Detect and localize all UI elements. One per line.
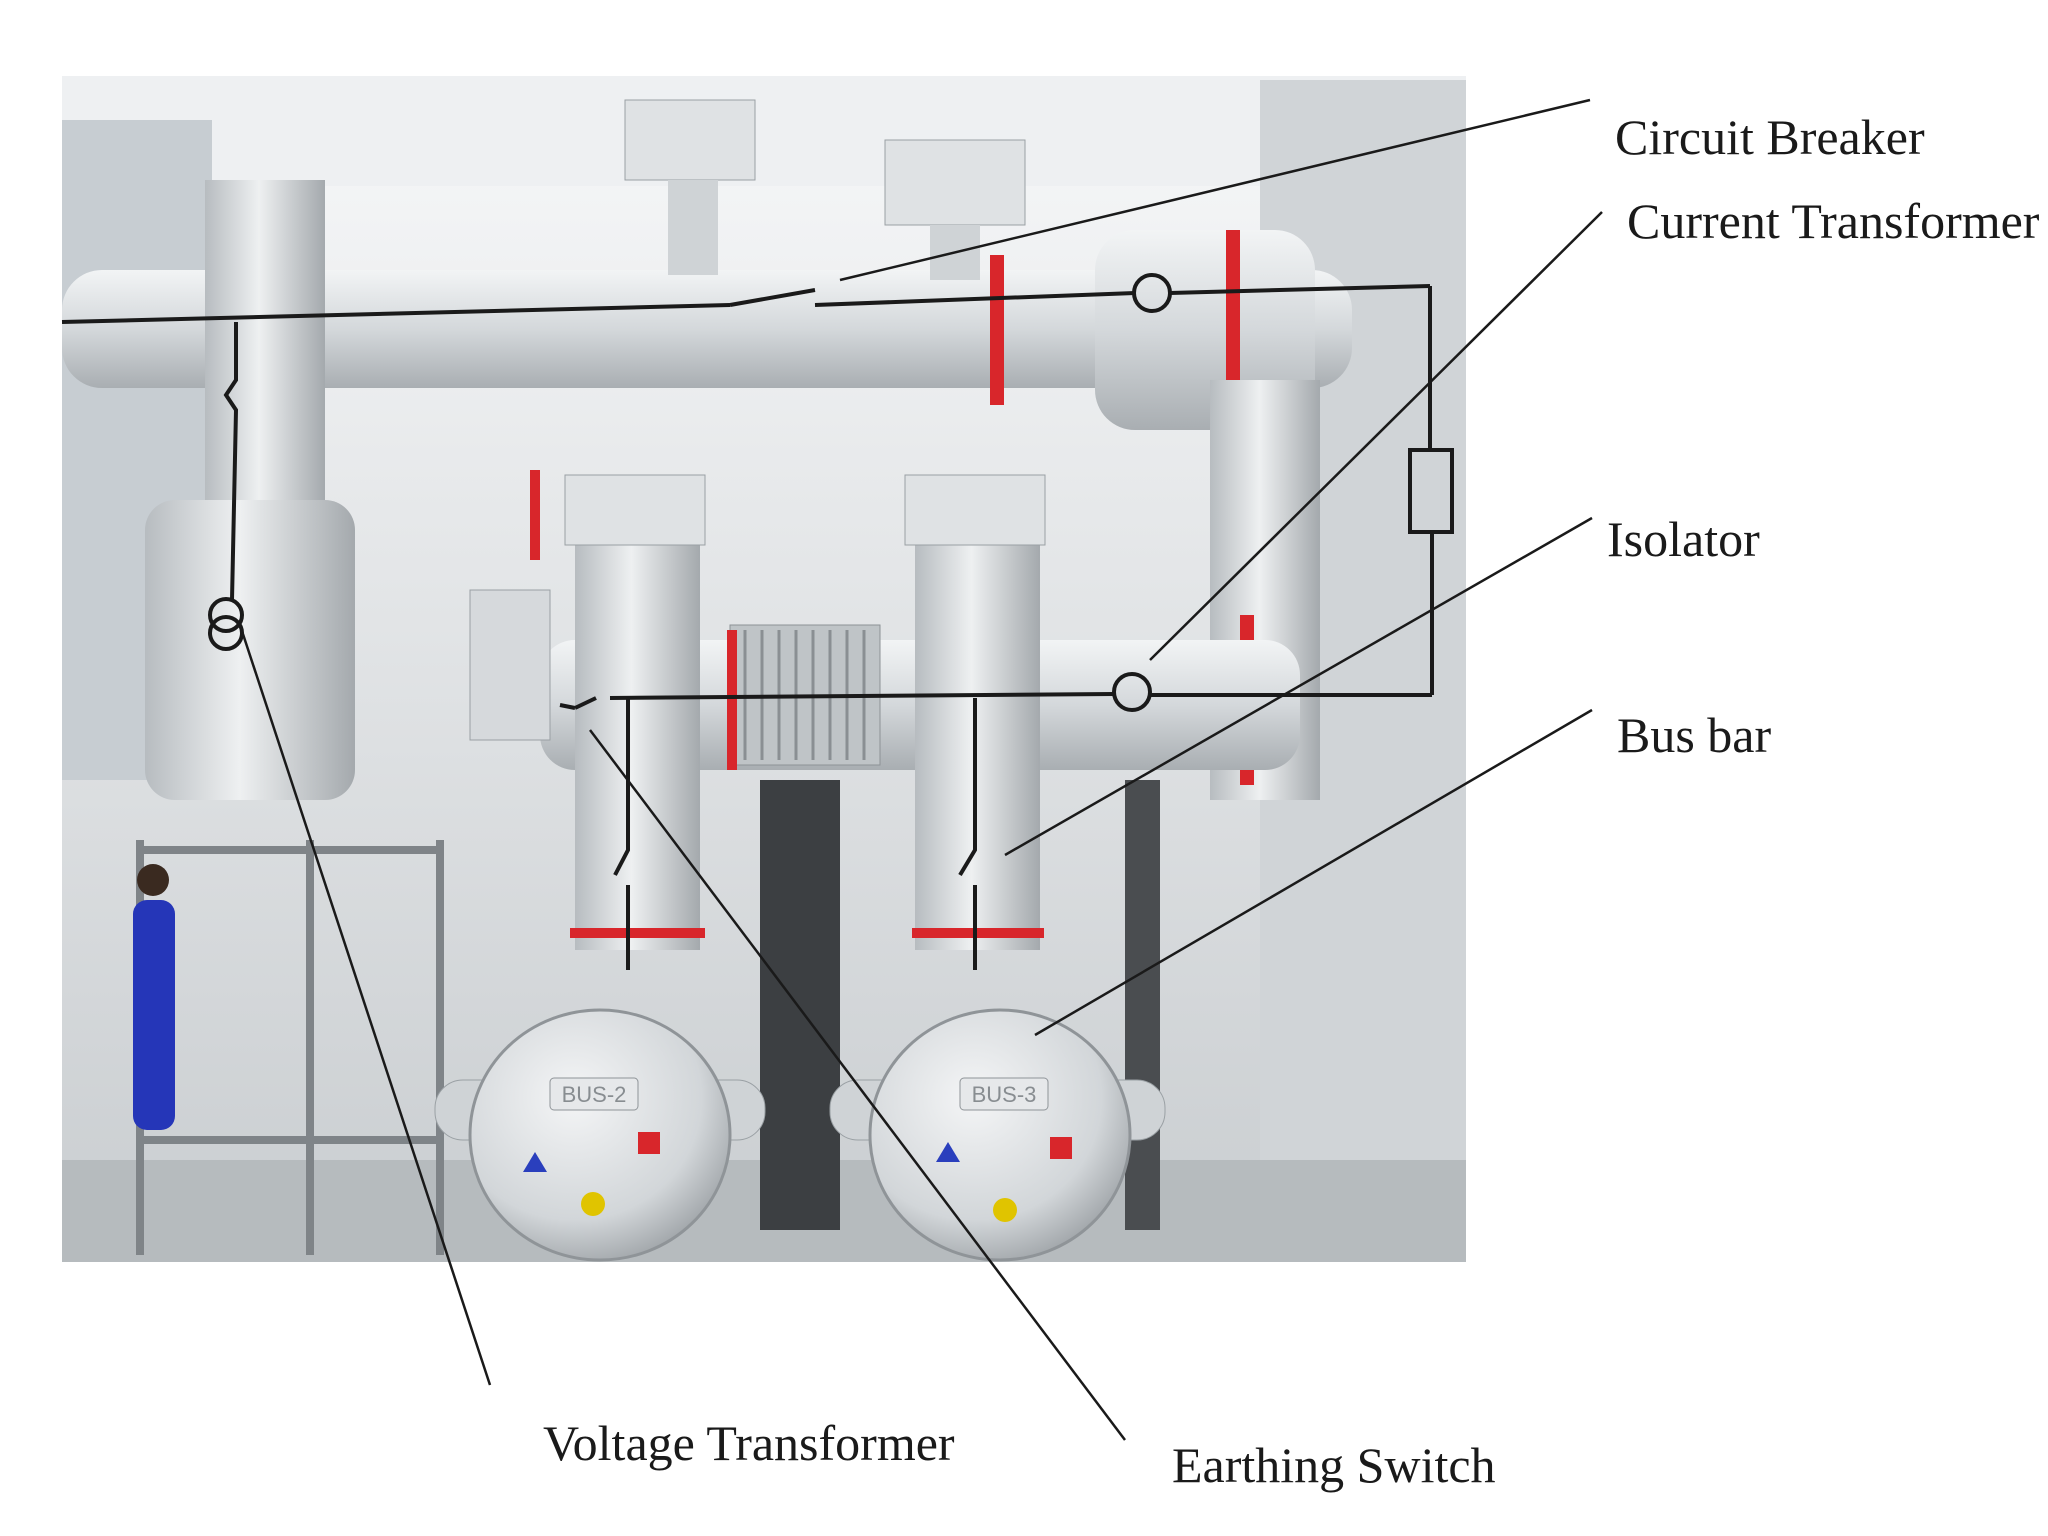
sld-top-line-right xyxy=(814,291,1136,307)
ct-flange-top xyxy=(1226,230,1240,410)
label-current-transformer: Current Transformer xyxy=(1627,193,2040,249)
single-line-overlay xyxy=(61,273,1454,970)
sld-earthing-stub xyxy=(559,703,576,710)
breaker-flange-left xyxy=(990,255,1004,405)
center-frame xyxy=(760,780,840,1230)
bus-tag-right: BUS-3 xyxy=(972,1082,1037,1107)
leader-earthing-switch xyxy=(589,729,1126,1441)
ct-symbol-middle xyxy=(1112,672,1152,712)
leader-circuit-breaker xyxy=(839,98,1591,282)
sld-top-to-ct2 xyxy=(1169,284,1431,295)
isolator-flange-left xyxy=(570,928,705,938)
label-earthing-switch: Earthing Switch xyxy=(1172,1437,1496,1493)
equipment-photo: BUS-2 BUS-3 xyxy=(62,76,1466,1262)
phase-marker-blue xyxy=(523,1152,547,1172)
leader-voltage-transformer xyxy=(238,624,492,1386)
sld-breaker-contact xyxy=(729,288,816,307)
worker-head xyxy=(137,864,169,896)
isolator-column-left xyxy=(575,520,700,950)
left-vt-tank xyxy=(145,500,355,800)
isolator-box-left xyxy=(564,474,706,546)
sld-left-vertical xyxy=(223,322,239,601)
actuator-stem-1 xyxy=(668,180,718,275)
sld-top-line xyxy=(61,303,731,324)
worker-figure xyxy=(133,900,175,1130)
earthing-box xyxy=(469,589,551,741)
phase-marker-red xyxy=(638,1132,660,1154)
support-frame xyxy=(136,840,444,1255)
roof-structure xyxy=(62,76,1466,186)
left-column xyxy=(205,180,325,560)
phase-marker-blue xyxy=(936,1142,960,1162)
sld-isolator-left xyxy=(613,698,630,970)
label-isolator: Isolator xyxy=(1607,511,1760,567)
isolator-column-right xyxy=(915,520,1040,950)
phase-marker-yellow xyxy=(993,1198,1017,1222)
isolator-box-right xyxy=(904,474,1046,546)
phase-marker-red xyxy=(1050,1137,1072,1159)
sld-middle-line-left xyxy=(609,692,1115,700)
leader-lines xyxy=(238,98,1603,1441)
bus-tank-right: BUS-3 xyxy=(829,1008,1166,1262)
label-bus-bar: Bus bar xyxy=(1617,707,1772,763)
bus-tag-left: BUS-2 xyxy=(562,1082,627,1107)
actuator-box-1 xyxy=(624,99,756,181)
label-voltage-transformer: Voltage Transformer xyxy=(543,1415,955,1471)
leader-isolator xyxy=(1004,516,1593,857)
bus-tag-right-plate xyxy=(959,1077,1049,1111)
right-frame xyxy=(1125,780,1160,1230)
sld-earthing-contact xyxy=(574,696,597,710)
actuator-box-2 xyxy=(884,139,1026,226)
sld-isolator-right xyxy=(958,698,977,970)
middle-flange xyxy=(530,470,540,560)
bus-tag-left-plate xyxy=(549,1077,639,1111)
isolator-flange-right xyxy=(912,928,1044,938)
leader-bus-bar xyxy=(1034,708,1593,1037)
phase-marker-yellow xyxy=(581,1192,605,1216)
label-circuit-breaker: Circuit Breaker xyxy=(1615,109,1925,165)
main-pipe-top xyxy=(62,270,1352,388)
leader-current-transformer xyxy=(1149,211,1603,661)
vt-symbol-a xyxy=(208,597,244,633)
bus-tank-left: BUS-2 xyxy=(434,1008,766,1262)
bellows-flange-left xyxy=(727,630,737,770)
